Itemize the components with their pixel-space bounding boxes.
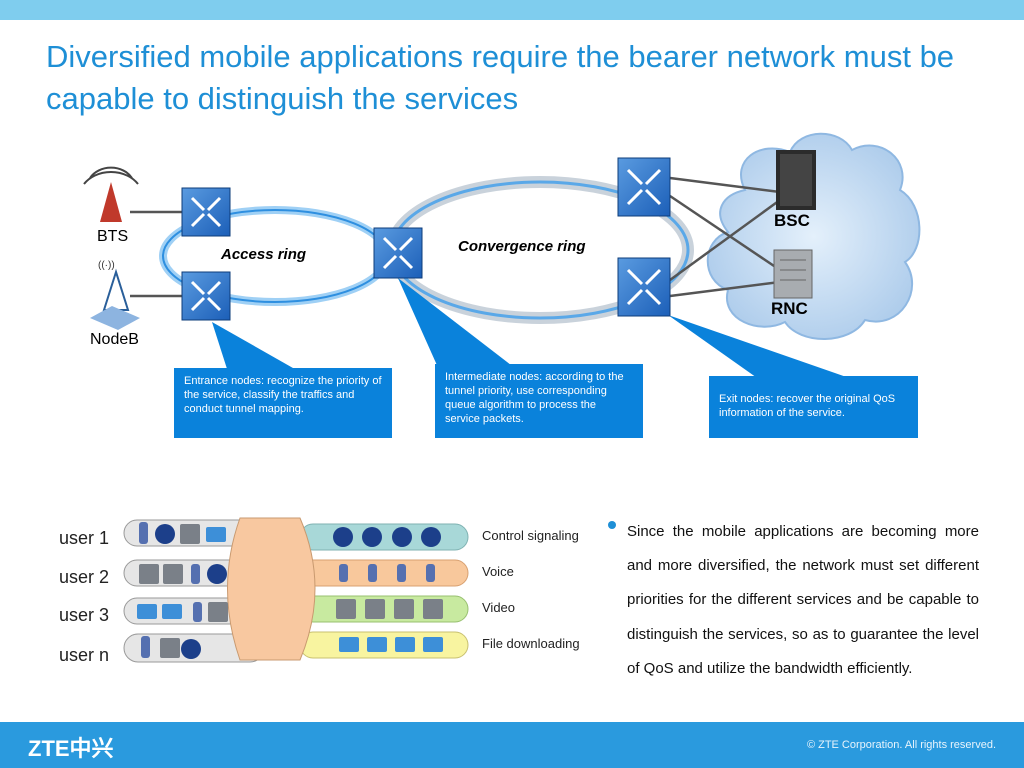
- bundle-cylinder: [227, 517, 316, 661]
- nodeb-tower-icon: ((·)): [90, 260, 140, 330]
- router-icon: [181, 187, 231, 237]
- intermediate-callout: Intermediate nodes: according to the tun…: [435, 364, 643, 438]
- convergence-ring-label: Convergence ring: [458, 238, 586, 255]
- network-diagram: ((·)): [83, 132, 921, 380]
- user-label: user 2: [59, 567, 110, 587]
- user-label: user 3: [59, 605, 110, 625]
- service-label: Control signaling: [482, 528, 579, 543]
- intermediate-pointer: [398, 278, 520, 372]
- bullet-text: Since the mobile applications are becomi…: [627, 523, 979, 677]
- footer-bar: [0, 722, 1024, 768]
- copyright-text: © ZTE Corporation. All rights reserved.: [806, 739, 996, 751]
- entrance-callout: Entrance nodes: recognize the priority o…: [174, 368, 392, 438]
- bsc-label: BSC: [774, 211, 810, 230]
- svg-text:((·)): ((·)): [98, 260, 115, 271]
- info-icon: [155, 524, 441, 659]
- bullet-point: [608, 521, 616, 529]
- service-pipes-diagram: [123, 517, 469, 663]
- top-accent-bar: [0, 0, 1024, 20]
- exit-pointer: [668, 315, 855, 380]
- links: [130, 176, 781, 298]
- rnc-label: RNC: [771, 299, 808, 318]
- bts-label: BTS: [97, 228, 129, 245]
- access-ring-label: Access ring: [221, 246, 307, 263]
- folder-icon: [137, 527, 443, 652]
- user-label: user n: [59, 645, 110, 665]
- router-icon: [181, 271, 231, 321]
- phone-icon: [139, 522, 435, 658]
- zte-logo: ZTE中兴: [28, 736, 114, 761]
- router-icon: [617, 157, 671, 217]
- user-label: user 1: [59, 528, 110, 548]
- rnc-server-icon: [773, 249, 813, 299]
- slide-title: Diversified mobile applications require …: [46, 39, 955, 116]
- service-label: Voice: [482, 564, 514, 579]
- exit-callout: Exit nodes: recover the original QoS inf…: [709, 376, 918, 438]
- router-icon: [617, 257, 671, 317]
- voice-pipe: [299, 559, 469, 587]
- bsc-server-icon: [776, 150, 816, 210]
- bts-tower-icon: [83, 166, 139, 222]
- service-label: Video: [482, 600, 516, 615]
- core-cloud: [706, 132, 921, 340]
- router-icon: [373, 227, 423, 279]
- service-label: File downloading: [482, 636, 580, 651]
- video-icon: [139, 524, 443, 658]
- nodeb-label: NodeB: [90, 331, 139, 348]
- control-pipe: [299, 523, 469, 551]
- entrance-pointer: [212, 322, 300, 372]
